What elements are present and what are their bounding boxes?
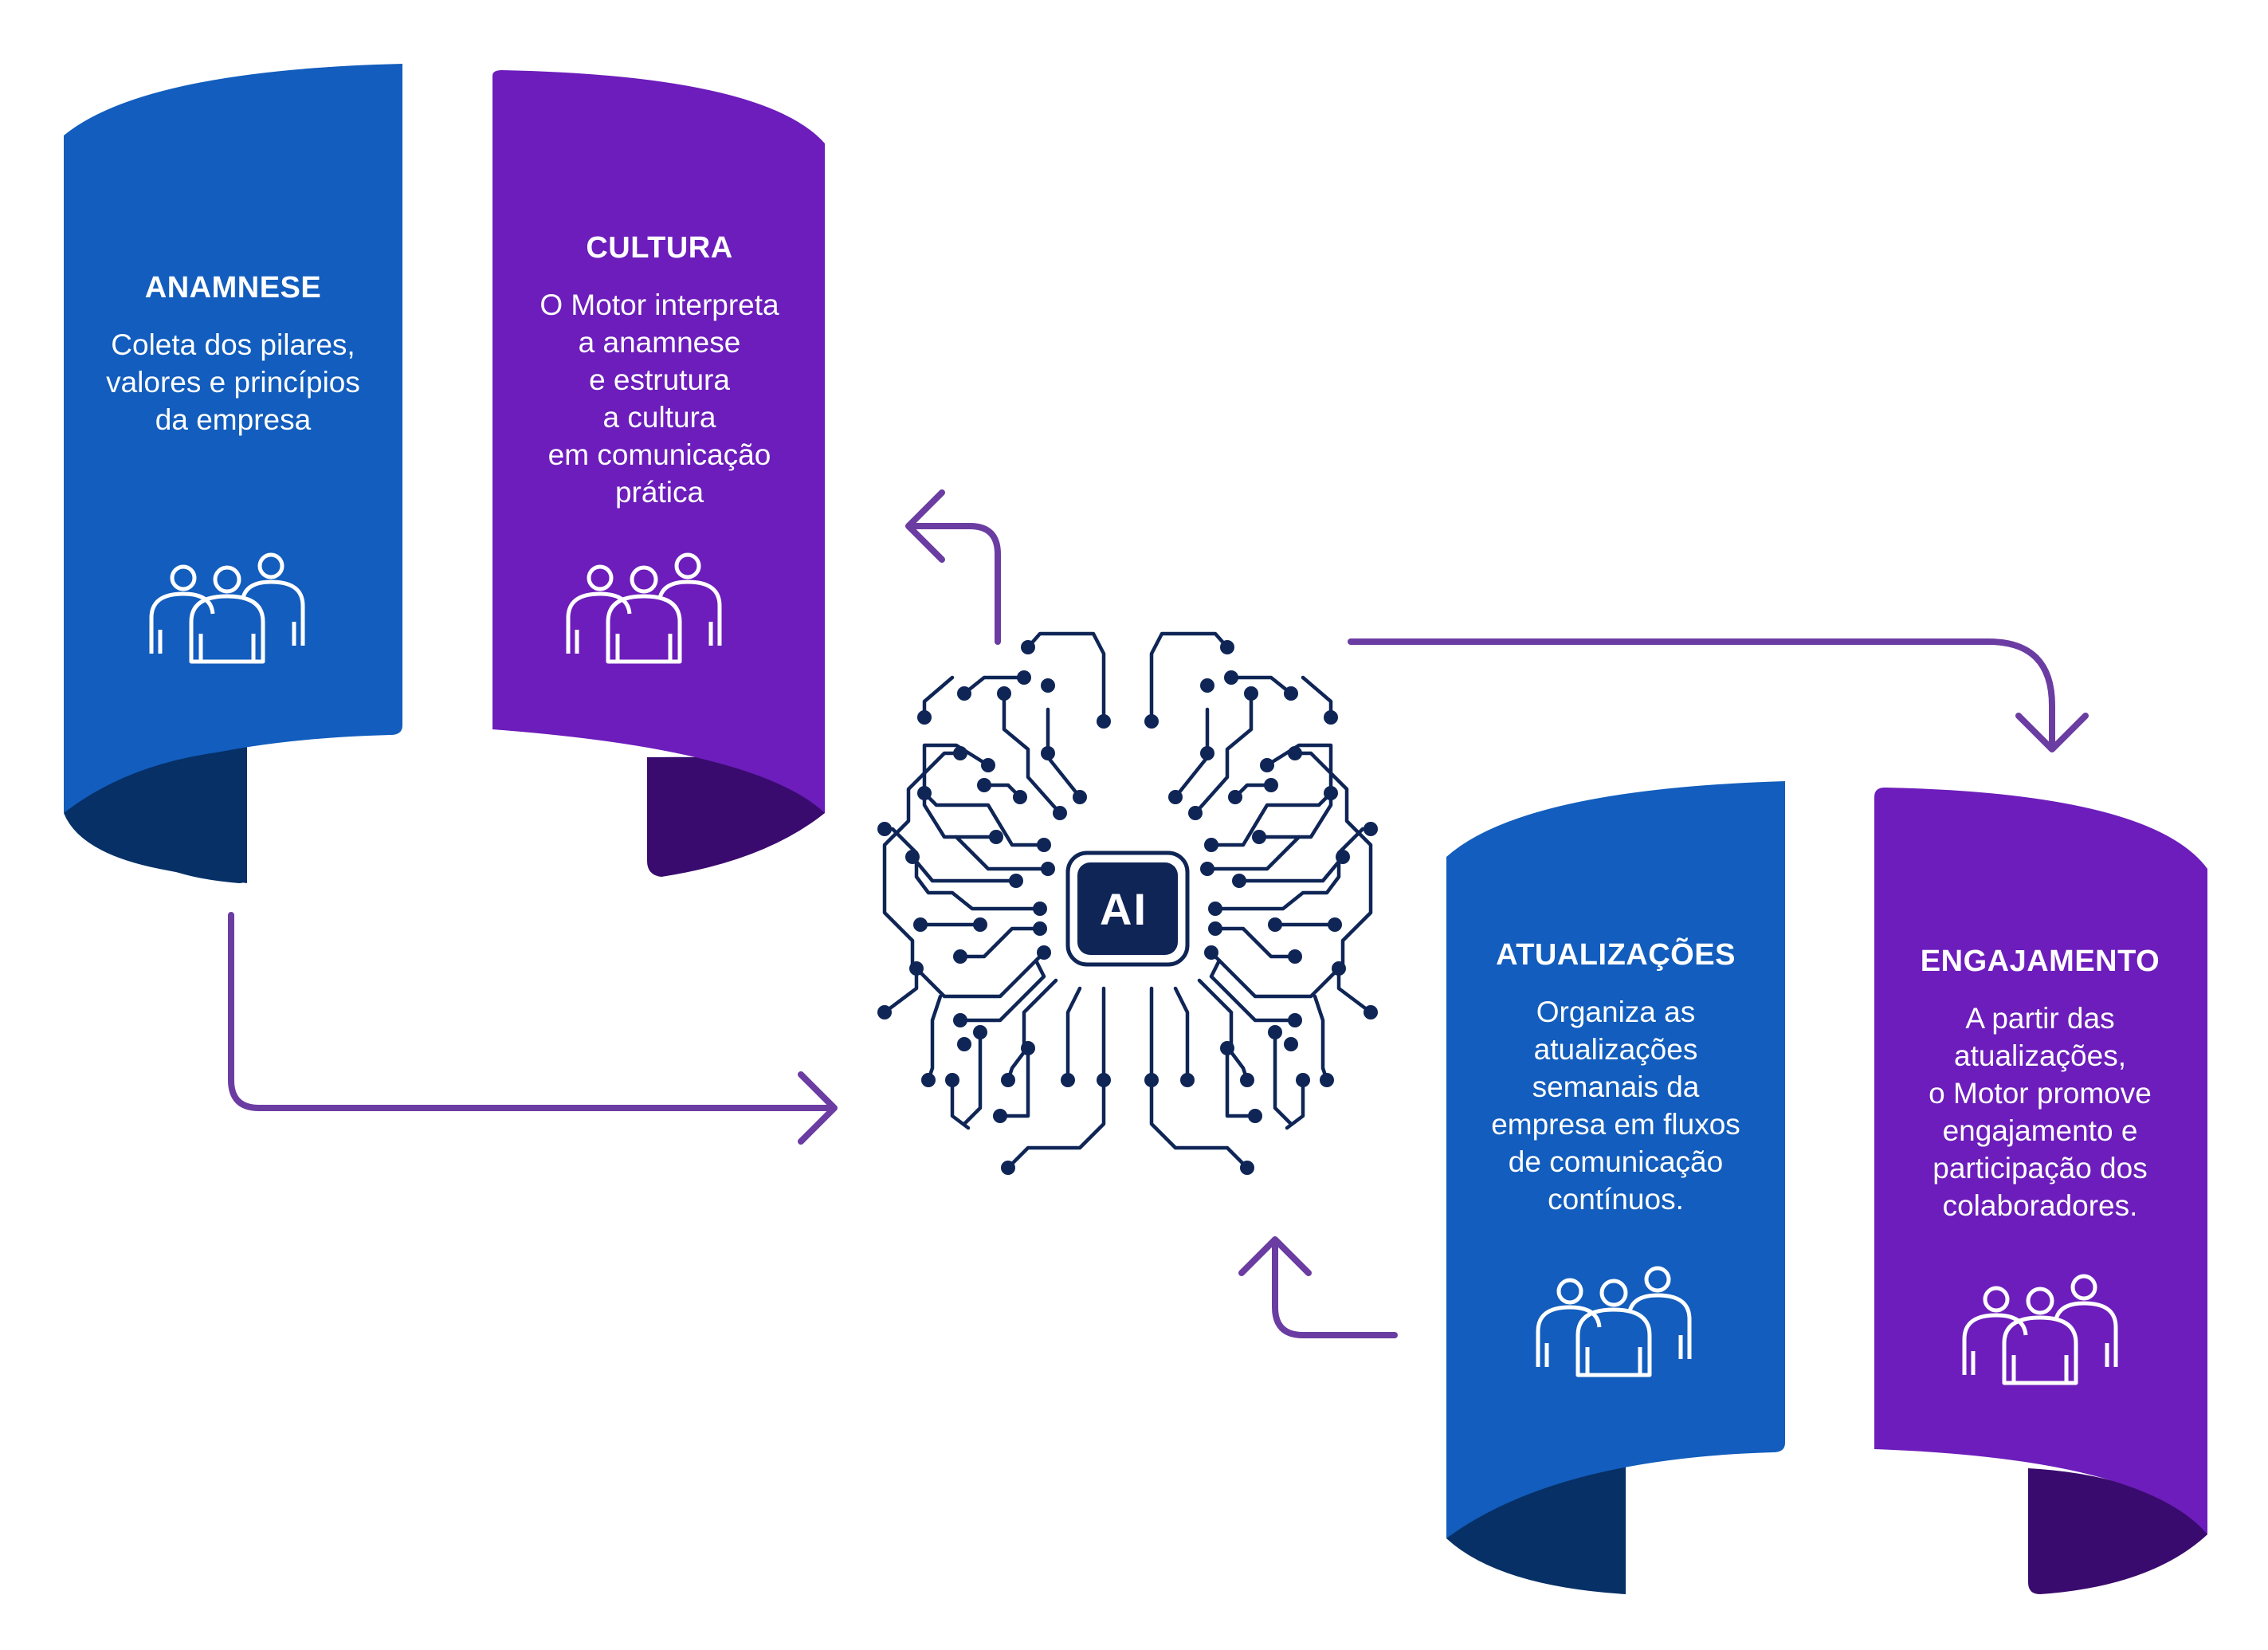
arrow-ai-to-engajamento — [1348, 638, 2089, 752]
card-anamnese-panel — [64, 64, 402, 813]
card-desc-line: semanais da — [1532, 1071, 1700, 1103]
card-desc-line: engajamento e — [1942, 1114, 2138, 1147]
card-title: ANAMNESE — [144, 271, 322, 304]
card-anamnese-text: ANAMNESE Coleta dos pilares, valores e p… — [72, 271, 394, 438]
card-desc-line: atualizações, — [1954, 1039, 2126, 1072]
card-engajamento — [1874, 788, 2207, 1594]
card-desc-line: de comunicação — [1508, 1145, 1724, 1178]
card-desc-line: participação dos — [1933, 1152, 2148, 1184]
card-cultura — [492, 70, 825, 877]
card-desc-line: da empresa — [155, 403, 312, 436]
card-title: ENGAJAMENTO — [1920, 945, 2160, 978]
card-engajamento-text: ENGAJAMENTO A partir das atualizações, o… — [1877, 945, 2203, 1224]
card-desc-line: O Motor interpreta — [540, 289, 779, 321]
card-desc-line: Coleta dos pilares, — [111, 328, 355, 361]
card-cultura-text: CULTURA O Motor interpreta a anamnese e … — [498, 231, 821, 511]
circuit-nodes — [877, 640, 1378, 1175]
arrow-anamnese-to-ai — [228, 912, 838, 1145]
ai-label: AI — [1100, 883, 1148, 934]
card-engajamento-panel — [1874, 788, 2207, 1534]
card-desc-line: a anamnese — [578, 326, 741, 359]
card-desc-line: valores e princípios — [106, 366, 360, 399]
card-desc-line: colaboradores. — [1942, 1189, 2138, 1222]
card-cultura-panel — [492, 70, 825, 813]
card-desc-line: prática — [614, 476, 704, 509]
card-desc-line: empresa em fluxos — [1491, 1108, 1740, 1141]
ai-chip — [1077, 862, 1178, 955]
card-desc-line: atualizações — [1533, 1033, 1698, 1066]
card-description: Coleta dos pilares, valores e princípios… — [72, 326, 394, 438]
card-desc-line: contínuos. — [1548, 1183, 1684, 1216]
card-atualizacoes-text: ATUALIZAÇÕES Organiza as atualizações se… — [1450, 938, 1781, 1218]
card-desc-line: e estrutura — [589, 363, 730, 396]
card-desc-line: Organiza as — [1536, 996, 1696, 1028]
card-desc-line: o Motor promove — [1929, 1077, 2152, 1110]
card-desc-line: a cultura — [602, 401, 716, 434]
card-description: A partir das atualizações, o Motor promo… — [1877, 1000, 2203, 1224]
arrow-ai-to-cultura — [905, 489, 1001, 645]
card-description: Organiza as atualizações semanais da emp… — [1450, 993, 1781, 1218]
card-title: ATUALIZAÇÕES — [1496, 938, 1736, 972]
card-title: CULTURA — [586, 231, 733, 265]
card-atualizacoes — [1446, 781, 1785, 1594]
card-anamnese — [64, 64, 402, 883]
card-description: O Motor interpreta a anamnese e estrutur… — [498, 286, 821, 511]
arrow-atualizacoes-to-ai — [1238, 1236, 1398, 1338]
card-desc-line: A partir das — [1965, 1002, 2115, 1035]
card-desc-line: em comunicação — [547, 438, 771, 471]
card-atualizacoes-panel — [1446, 781, 1785, 1538]
